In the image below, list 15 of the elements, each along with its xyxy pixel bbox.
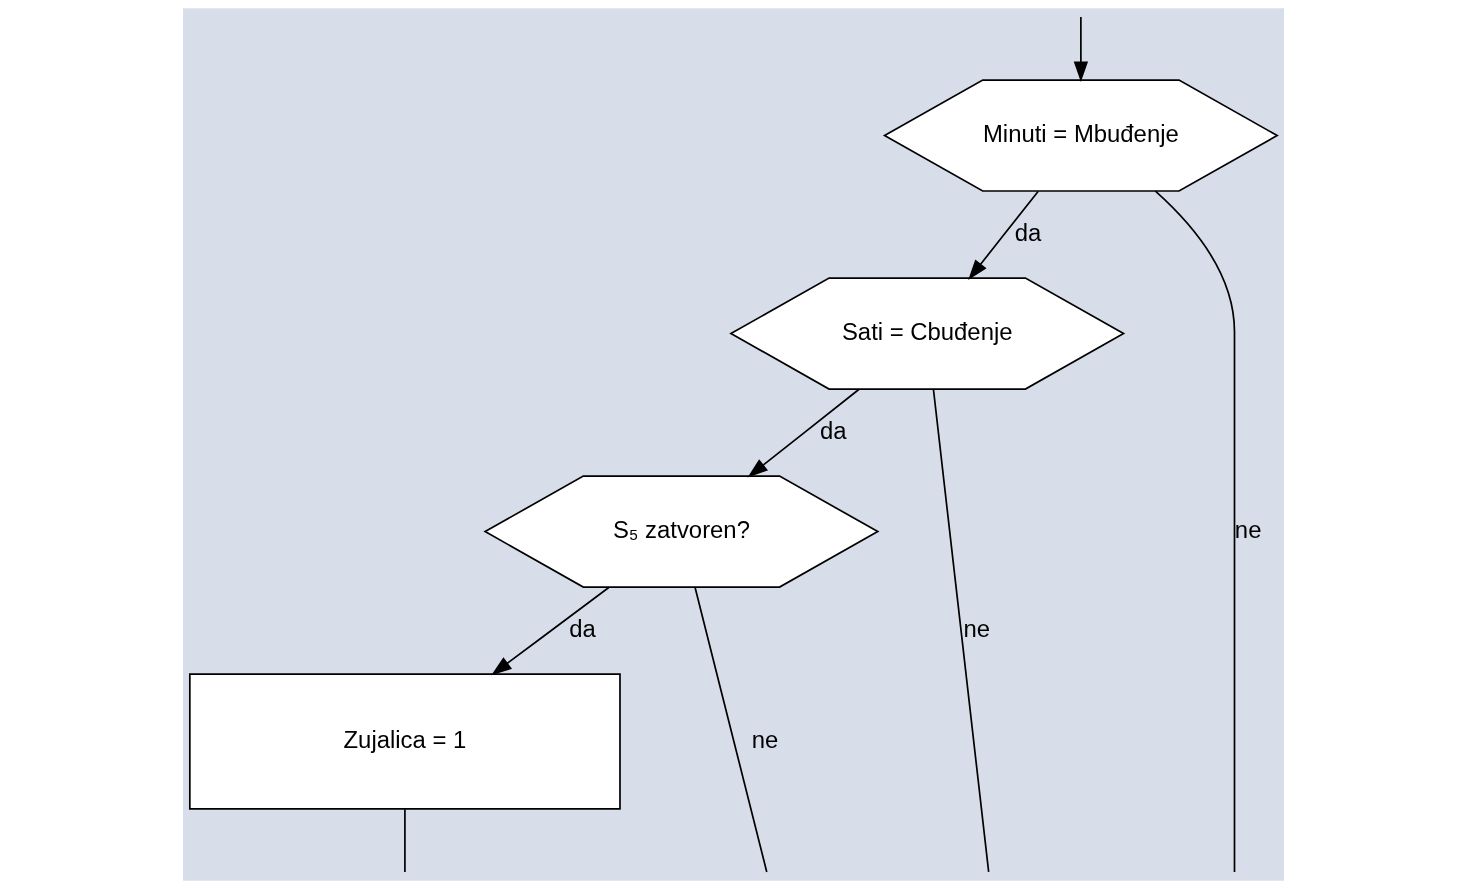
arrow (967, 190, 1039, 280)
edge-label: ne (751, 725, 778, 753)
edge-label: ne (962, 614, 990, 642)
edge-label: da (568, 614, 596, 642)
connector (403, 808, 406, 873)
node-box: Zujalica = 1 (188, 673, 621, 810)
connector (1154, 190, 1235, 873)
arrow (490, 586, 610, 676)
connector (693, 586, 768, 873)
edge-label: ne (1234, 515, 1261, 543)
arrow (747, 388, 860, 478)
arrow (1073, 16, 1088, 82)
edge-label: da (819, 416, 847, 444)
edge-label: da (1014, 218, 1041, 246)
connector (932, 388, 989, 873)
